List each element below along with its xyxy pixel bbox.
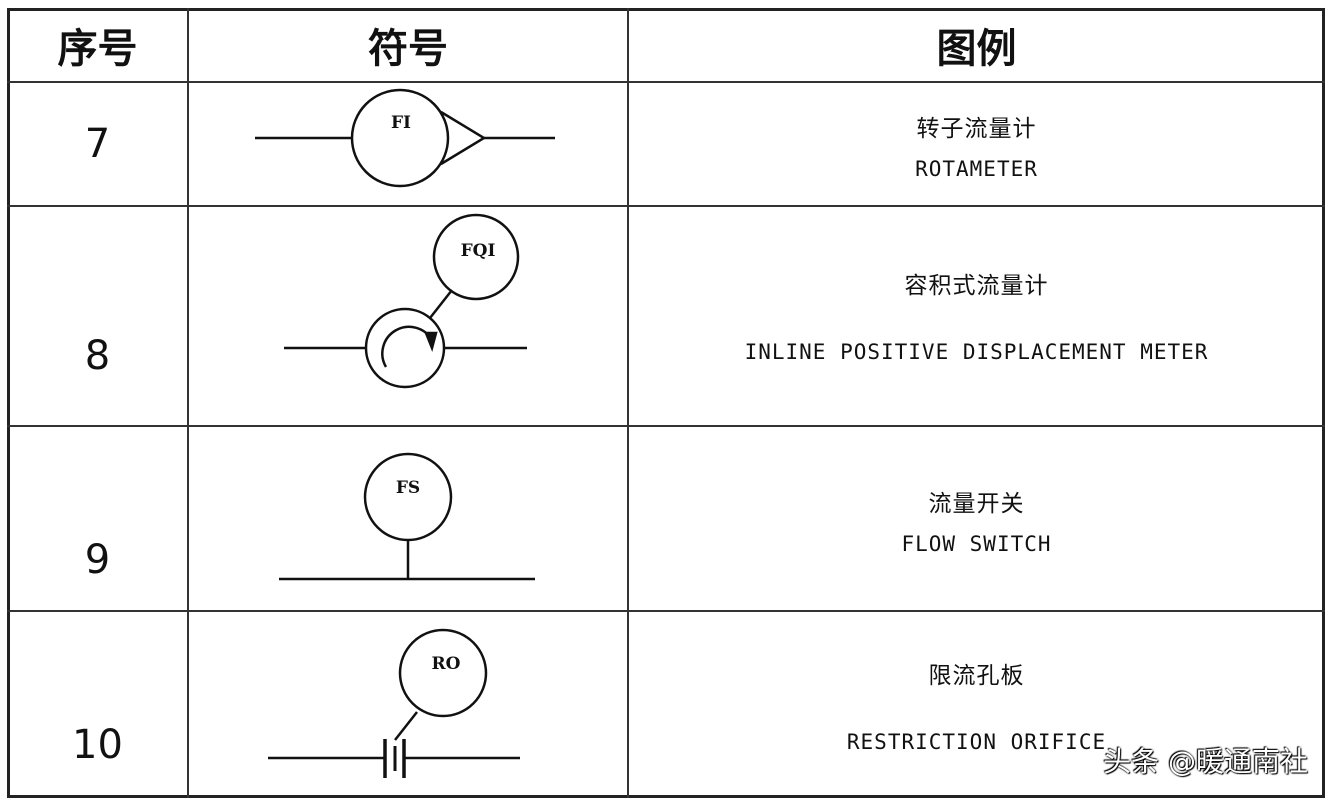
tag-fi: FI [391,113,411,133]
restriction-orifice-symbol: RO [268,628,520,778]
row-divider [7,425,1325,427]
rotameter-symbol: FI [255,88,555,188]
header-legend: 图例 [936,26,1017,72]
watermark: 头条 @暖通南社 [1103,745,1308,778]
row-number: 8 [84,333,111,379]
row-number: 7 [84,121,111,167]
legend-row-7: 转子流量计 ROTAMETER [628,105,1325,185]
flow-switch-symbol: FS [279,452,535,581]
row-number: 9 [84,537,111,583]
legend-row-8: 容积式流量计 INLINE POSITIVE DISPLACEMENT METE… [628,260,1325,370]
legend-en: RESTRICTION ORIFICE [846,730,1107,754]
tag-ro: RO [432,654,461,674]
legend-row-9: 流量开关 FLOW SWITCH [628,480,1325,560]
row-divider [7,610,1325,612]
legend-en: INLINE POSITIVE DISPLACEMENT METER [744,340,1209,364]
row-divider [7,81,1325,83]
legend-zh: 流量开关 [928,491,1025,517]
header-symbol: 符号 [368,26,448,72]
column-divider [627,8,629,798]
tag-fs: FS [396,478,420,498]
tag-fqi: FQI [461,241,496,261]
legend-row-10: 限流孔板 RESTRICTION ORIFICE [628,650,1325,760]
header-no: 序号 [57,26,138,72]
legend-zh: 容积式流量计 [904,273,1049,299]
legend-zh: 转子流量计 [916,116,1037,142]
column-divider [187,8,189,798]
row-divider [7,205,1325,207]
legend-zh: 限流孔板 [928,663,1025,689]
pd-meter-symbol: FQI [284,213,527,389]
symbol-table [7,8,1325,798]
row-number: 10 [72,722,123,768]
legend-en: FLOW SWITCH [901,532,1052,556]
legend-en: ROTAMETER [915,157,1038,181]
